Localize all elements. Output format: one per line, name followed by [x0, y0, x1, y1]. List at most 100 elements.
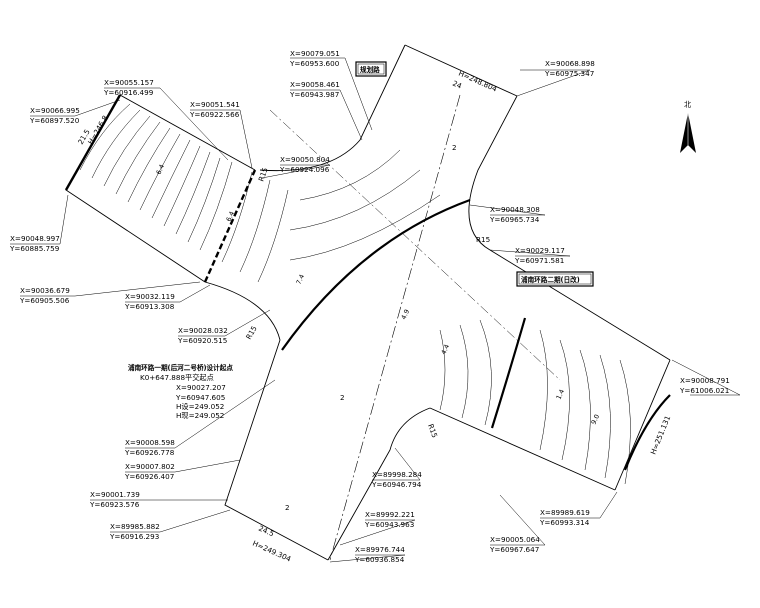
design-point-line2: K0+647.888平交起点 — [140, 373, 214, 382]
coord-9-x: X=90029.117 — [515, 246, 565, 255]
width-north: 24 — [451, 79, 463, 91]
west-road-top-edge — [119, 94, 256, 171]
contour-label-7: 9.0 — [590, 413, 602, 426]
coord-20-x: X=89989.619 — [540, 508, 590, 517]
radius-3: R15 — [244, 324, 259, 341]
elevation-east: H=251.131 — [649, 414, 673, 456]
coord-12-y: Y=60913.308 — [124, 302, 175, 311]
radius-1: R15 — [256, 166, 269, 182]
elevation-south: H=249.304 — [251, 539, 293, 564]
west-road-end-line — [64, 94, 122, 191]
coord-14-y: Y=61006.021 — [679, 386, 729, 395]
north-label: 北 — [684, 100, 691, 109]
design-point-line5: H设=249.052 — [176, 402, 224, 411]
coord-9-y: Y=60971.581 — [514, 256, 564, 265]
east-road-bottom-edge — [429, 407, 616, 491]
coord-3-x: X=90068.898 — [545, 59, 595, 68]
design-point-annotation: 浦南环路一期(后河二号桥)设计起点 K0+647.888平交起点 X=90027… — [128, 363, 233, 420]
coord-7-y: Y=60924.096 — [279, 165, 330, 174]
north-road-label: 规划路 — [360, 65, 380, 74]
coord-1-y: Y=60953.600 — [289, 59, 340, 68]
contour-label-4: 6.4 — [225, 210, 237, 223]
north-road-left-edge — [259, 44, 406, 172]
coord-5-y: Y=60922.566 — [189, 110, 240, 119]
coord-8-x: X=90048.308 — [490, 205, 540, 214]
coord-22-x: X=90005.064 — [490, 535, 540, 544]
north-arrow: 北 — [680, 100, 696, 153]
east-road-end-thick-arc — [623, 394, 671, 471]
contour-label-6: 6.4 — [155, 163, 167, 176]
south-road-left-edge — [224, 339, 329, 561]
road-center-line — [329, 94, 461, 561]
coord-17-x: X=89998.284 — [372, 470, 422, 479]
elevation-west: H=246.8 — [86, 113, 110, 146]
east-road-thick-arc — [490, 317, 527, 429]
coord-4-y: Y=60916.499 — [103, 88, 154, 97]
design-point-line4: Y=60947.605 — [175, 393, 225, 402]
coord-17-y: Y=60946.794 — [371, 480, 422, 489]
coord-6-y: Y=60897.520 — [29, 116, 80, 125]
coord-14-x: X=90008.791 — [680, 376, 730, 385]
coord-19-x: X=89992.221 — [365, 510, 415, 519]
coord-15-y: Y=60926.778 — [124, 448, 175, 457]
leader-lines — [10, 57, 741, 563]
coordinate-labels: X=90079.051 Y=60953.600 X=90058.461 Y=60… — [9, 49, 730, 564]
south-road-right-edge — [327, 407, 431, 561]
east-road-top-edge — [489, 249, 671, 361]
coord-10-x: X=90048.997 — [10, 234, 60, 243]
coord-10-y: Y=60885.759 — [9, 244, 60, 253]
contour-label-3: 4.4 — [440, 343, 452, 356]
design-point-line3: X=90027.207 — [176, 383, 226, 392]
contour-label-5: 1.4 — [555, 388, 567, 401]
contour-label-1: 7.4 — [295, 273, 307, 286]
coord-2-x: X=90058.461 — [290, 80, 340, 89]
coord-13-y: Y=60920.515 — [177, 336, 227, 345]
coord-12-x: X=90032.119 — [125, 292, 175, 301]
coord-13-x: X=90028.032 — [178, 326, 228, 335]
coord-11-y: Y=60905.506 — [19, 296, 70, 305]
coord-15-x: X=90008.598 — [125, 438, 175, 447]
slope-1: 2 — [340, 393, 345, 402]
coord-16-y: Y=60926.407 — [124, 472, 174, 481]
west-road-dashed-section — [203, 169, 257, 283]
radius-4: R15 — [426, 423, 439, 439]
north-road-right-edge — [468, 95, 518, 251]
contour-label-2: 4.9 — [400, 308, 412, 321]
coord-21-y: Y=60916.293 — [109, 532, 159, 541]
dimension-labels: H=248.804 24 H=249.304 24.5 H=251.131 H=… — [76, 69, 672, 564]
east-road-label: 浦南环路二期(日改) — [521, 275, 580, 284]
coord-19-y: Y=60943.963 — [364, 520, 414, 529]
coord-23-y: Y=60936.854 — [354, 555, 405, 564]
radius-2: R15 — [476, 235, 490, 244]
center-contours — [289, 149, 441, 261]
coord-8-y: Y=60965.734 — [489, 215, 540, 224]
coord-16-x: X=90007.802 — [125, 462, 175, 471]
coord-2-y: Y=60943.987 — [289, 90, 339, 99]
cross-center-line — [269, 109, 561, 381]
east-road-contours — [439, 319, 631, 485]
road-name-boxes: 规划路 浦南环路二期(日改) — [355, 61, 594, 287]
coord-5-x: X=90051.541 — [190, 100, 240, 109]
east-road-end — [614, 359, 671, 491]
design-point-line1: 浦南环路一期(后河二号桥)设计起点 — [128, 363, 233, 372]
coord-1-x: X=90079.051 — [290, 49, 340, 58]
contour-value-labels: 7.4 4.9 4.4 6.4 1.4 6.4 9.0 — [155, 163, 602, 426]
elevation-north: H=248.804 — [457, 69, 499, 94]
center-thick-arc — [281, 198, 471, 351]
coord-6-x: X=90066.995 — [30, 106, 80, 115]
coord-18-x: X=90001.739 — [90, 490, 140, 499]
coord-22-y: Y=60967.647 — [489, 545, 539, 554]
width-south: 24.5 — [257, 524, 275, 539]
coord-11-x: X=90036.679 — [20, 286, 70, 295]
slope-3: 2 — [285, 503, 290, 512]
coord-18-y: Y=60923.576 — [89, 500, 140, 509]
coord-23-x: X=89976.744 — [355, 545, 405, 554]
coord-20-y: Y=60993.314 — [539, 518, 590, 527]
west-road-bottom-edge — [204, 281, 281, 341]
coord-3-y: Y=60975.347 — [544, 69, 594, 78]
coord-21-x: X=89985.882 — [110, 522, 160, 531]
coord-4-x: X=90055.157 — [104, 78, 154, 87]
design-point-line6: H现=249.052 — [176, 411, 224, 420]
west-road-outer — [65, 94, 206, 283]
